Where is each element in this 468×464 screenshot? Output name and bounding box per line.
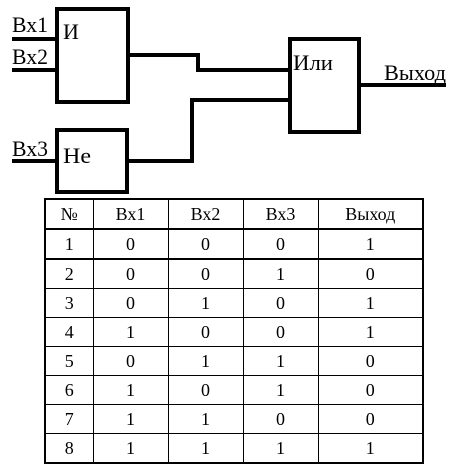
cell-x1: 1: [92, 317, 169, 347]
cell-x2: 1: [167, 404, 244, 434]
cell-x2: 1: [167, 346, 244, 376]
header-output: Выход: [317, 198, 424, 230]
header-x3: Вх3: [242, 198, 319, 230]
header-x1: Вх1: [92, 198, 169, 230]
cell-x2: 0: [167, 258, 244, 289]
wire-not-to-or: [127, 98, 290, 163]
table-row: 7 1 1 0 0: [44, 404, 424, 434]
cell-x2: 0: [167, 228, 244, 260]
cell-x1: 1: [92, 375, 169, 405]
table-header-row: № Вх1 Вх2 Вх3 Выход: [44, 198, 424, 230]
cell-x3: 1: [242, 433, 319, 464]
and-gate-label: И: [63, 19, 79, 44]
cell-x1: 1: [92, 433, 169, 464]
cell-number: 3: [44, 288, 94, 318]
cell-output: 1: [317, 317, 424, 347]
logic-circuit-diagram: Вх1 Вх2 Вх3 И Не Или Выход: [12, 7, 446, 194]
input-label-x2: Вх2: [12, 44, 48, 69]
cell-x3: 0: [242, 228, 319, 260]
header-number: №: [44, 198, 94, 230]
table-row: 1 0 0 0 1: [44, 228, 424, 260]
not-gate-label: Не: [63, 143, 91, 168]
cell-x2: 1: [167, 433, 244, 464]
cell-x1: 0: [92, 228, 169, 260]
wire-and-to-or: [128, 53, 290, 72]
cell-x1: 0: [92, 258, 169, 289]
table-row: 2 0 0 1 0: [44, 258, 424, 289]
cell-number: 2: [44, 258, 94, 289]
cell-number: 4: [44, 317, 94, 347]
cell-output: 0: [317, 258, 424, 289]
cell-number: 6: [44, 375, 94, 405]
table-row: 6 1 0 1 0: [44, 375, 424, 405]
cell-number: 8: [44, 433, 94, 464]
cell-x3: 1: [242, 346, 319, 376]
cell-x1: 0: [92, 346, 169, 376]
output-label: Выход: [384, 60, 446, 85]
table-row: 8 1 1 1 1: [44, 433, 424, 464]
table-row: 4 1 0 0 1: [44, 317, 424, 347]
header-x2: Вх2: [167, 198, 244, 230]
cell-x2: 0: [167, 375, 244, 405]
cell-output: 1: [317, 433, 424, 464]
or-gate-label: Или: [293, 50, 333, 75]
cell-x1: 1: [92, 404, 169, 434]
cell-x2: 1: [167, 288, 244, 318]
input-label-x1: Вх1: [12, 12, 48, 37]
cell-output: 0: [317, 346, 424, 376]
table-row: 3 0 1 0 1: [44, 288, 424, 318]
table-row: 5 0 1 1 0: [44, 346, 424, 376]
cell-x1: 0: [92, 288, 169, 318]
input-label-x3: Вх3: [12, 136, 48, 161]
cell-number: 1: [44, 228, 94, 260]
cell-number: 5: [44, 346, 94, 376]
cell-output: 0: [317, 404, 424, 434]
cell-output: 1: [317, 228, 424, 260]
cell-number: 7: [44, 404, 94, 434]
cell-x2: 0: [167, 317, 244, 347]
cell-output: 1: [317, 288, 424, 318]
cell-x3: 0: [242, 317, 319, 347]
cell-output: 0: [317, 375, 424, 405]
cell-x3: 1: [242, 258, 319, 289]
cell-x3: 0: [242, 288, 319, 318]
cell-x3: 1: [242, 375, 319, 405]
cell-x3: 0: [242, 404, 319, 434]
truth-table: № Вх1 Вх2 Вх3 Выход 1 0 0 0 1 2 0 0 1 0 …: [44, 198, 424, 464]
